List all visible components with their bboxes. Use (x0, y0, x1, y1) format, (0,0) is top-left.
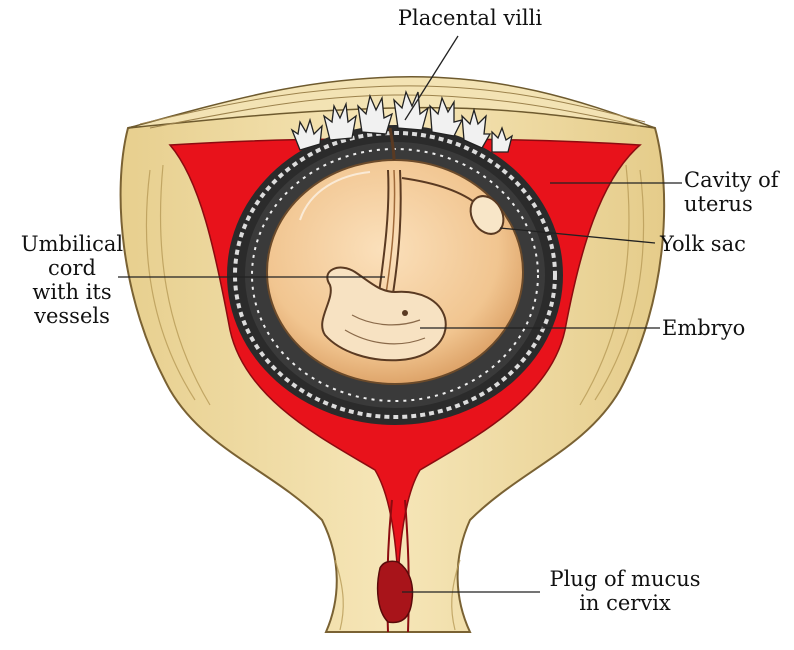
label-plug-of-mucus: Plug of mucus in cervix (525, 567, 725, 615)
label-cavity-of-uterus: Cavity of uterus (684, 168, 779, 216)
label-umbilical-cord: Umbilical cord with its vessels (12, 232, 132, 328)
label-yolk-sac: Yolk sac (660, 232, 746, 256)
label-embryo: Embryo (662, 316, 745, 340)
label-placental-villi: Placental villi (380, 6, 560, 30)
